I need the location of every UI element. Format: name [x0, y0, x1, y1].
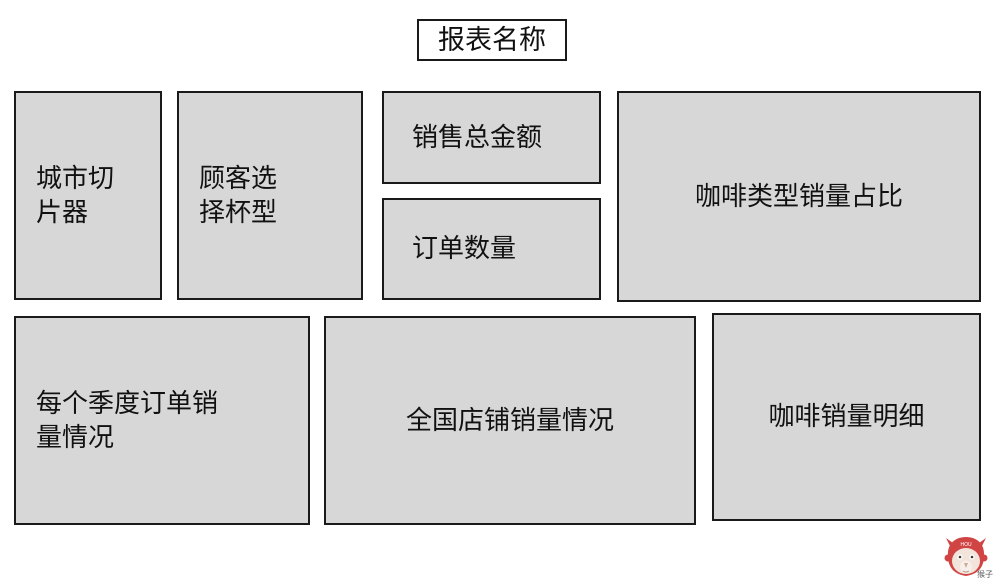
- watermark: HOU 猴子: [938, 534, 994, 580]
- svg-text:HOU: HOU: [960, 542, 972, 548]
- panel-label-customer-cup-type: 顾客选 择杯型: [199, 163, 278, 227]
- panel-label-national-store-sales: 全国店铺销量情况: [405, 404, 614, 435]
- panel-coffee-sales-detail[interactable]: 咖啡销量明细: [712, 313, 981, 521]
- panel-label-order-quantity: 订单数量: [412, 233, 517, 264]
- panel-coffee-type-share[interactable]: 咖啡类型销量占比: [617, 91, 981, 302]
- panel-total-sales-amount[interactable]: 销售总金额: [382, 91, 601, 184]
- report-title-box: 报表名称: [417, 19, 567, 61]
- panel-label-city-slicer: 城市切 片器: [36, 163, 115, 227]
- panel-label-coffee-sales-detail: 咖啡销量明细: [768, 401, 925, 432]
- panel-customer-cup-type[interactable]: 顾客选 择杯型: [177, 91, 363, 300]
- monkey-logo-icon: HOU: [944, 537, 988, 576]
- watermark-caption: 猴子: [977, 570, 993, 579]
- panel-quarterly-order-sales[interactable]: 每个季度订单销 量情况: [14, 316, 310, 525]
- panel-label-total-sales-amount: 销售总金额: [412, 121, 543, 152]
- panel-label-coffee-type-share: 咖啡类型销量占比: [694, 180, 903, 211]
- panel-order-quantity[interactable]: 订单数量: [382, 198, 601, 300]
- page-title: 报表名称: [438, 24, 546, 55]
- panel-label-quarterly-order-sales: 每个季度订单销 量情况: [36, 388, 219, 452]
- panel-national-store-sales[interactable]: 全国店铺销量情况: [324, 316, 696, 525]
- panel-city-slicer[interactable]: 城市切 片器: [14, 91, 162, 300]
